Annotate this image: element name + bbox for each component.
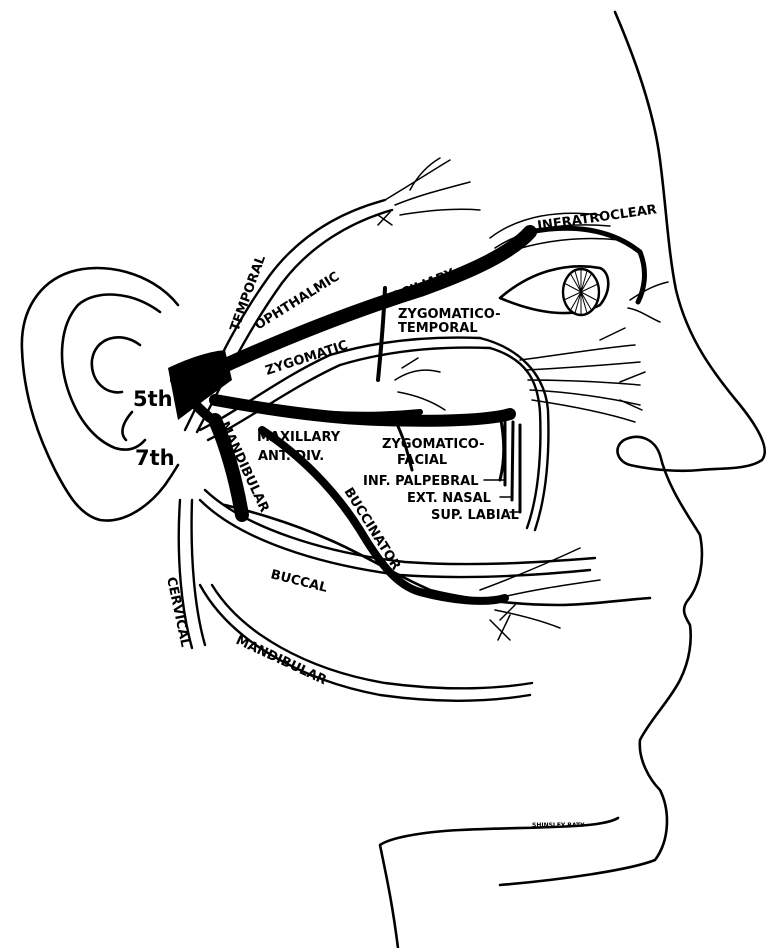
label-inf-palpebral: INF. PALPEBRAL <box>363 474 479 489</box>
label-ext-nasal: EXT. NASAL <box>407 491 491 506</box>
label-sup-labial: SUP. LABIAL <box>431 508 519 523</box>
label-7th: 7th <box>135 446 175 470</box>
label-mandibular-7th: MANDIBULAR <box>233 633 328 688</box>
label-zygomatico-temporal-1: ZYGOMATICO- <box>398 307 500 322</box>
label-zygomatico-facial-2: FACIAL <box>397 453 447 468</box>
label-cervical: CERVICAL <box>163 576 192 649</box>
label-buccal: BUCCAL <box>269 567 329 596</box>
label-ant-div: ANT. DIV. <box>258 449 324 464</box>
label-maxillary: MAXILLARY <box>257 430 341 445</box>
neck-outline <box>380 818 618 948</box>
label-zygomatico-facial-1: ZYGOMATICO- <box>382 437 484 452</box>
label-5th: 5th <box>133 387 173 411</box>
label-zygomatico-temporal-2: TEMPORAL <box>398 321 478 336</box>
artist-signature: SHINSLEY BATY <box>532 822 585 829</box>
